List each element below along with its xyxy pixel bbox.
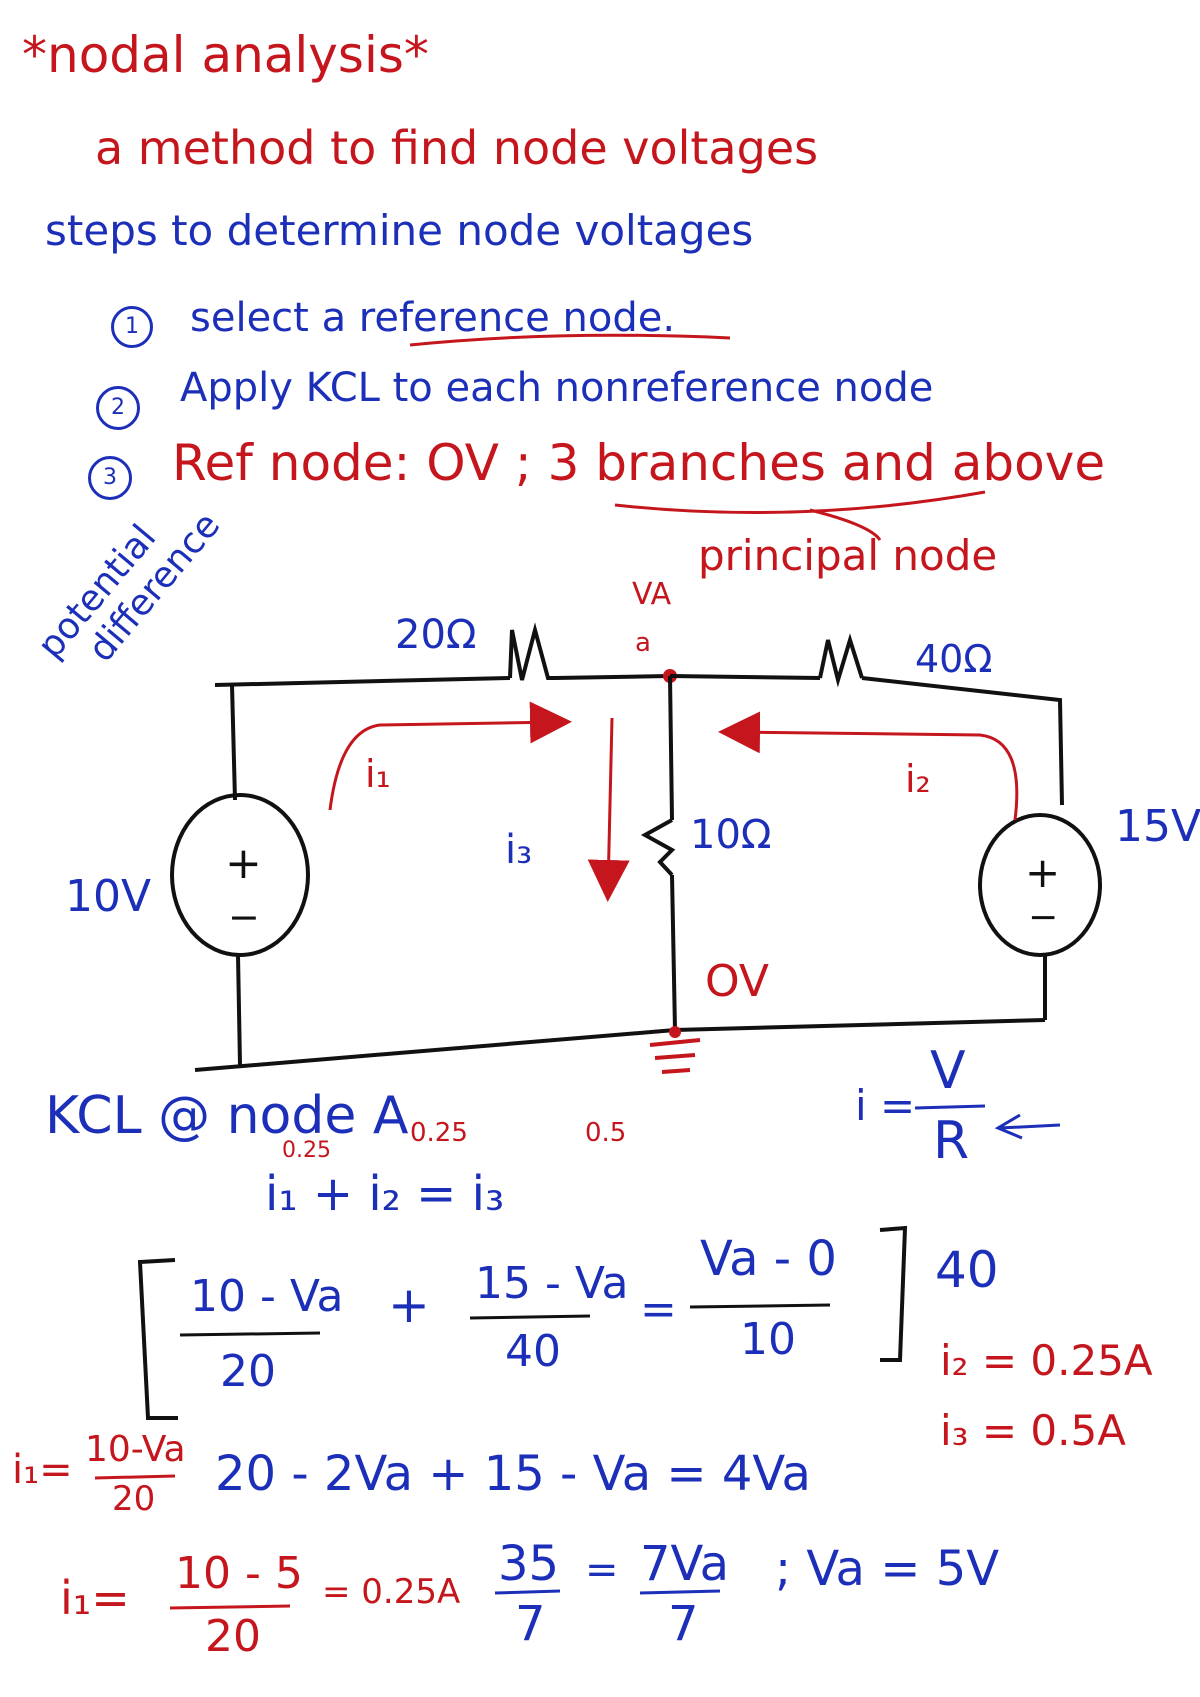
frac3-denominator: 10 — [740, 1314, 796, 1365]
bottom-wire-left — [194, 1028, 676, 1072]
frac5-denominator: 7 — [668, 1596, 699, 1652]
principal-node-label: principal node — [698, 531, 998, 580]
ground-0v-label: OV — [705, 956, 769, 1007]
ohm-arrow — [994, 1113, 1061, 1140]
i1-result-numerator: 10 - 5 — [175, 1548, 303, 1599]
left-wire-bottom — [236, 954, 242, 1066]
source-10v-plus: + — [225, 838, 262, 889]
notes-title: *nodal analysis* — [22, 26, 429, 84]
i2-result: i₂ = 0.25A — [940, 1336, 1153, 1385]
frac4-numerator: 35 — [498, 1536, 560, 1592]
steps-heading: steps to determine node voltages — [45, 206, 754, 255]
frac2-denominator: 40 — [505, 1326, 561, 1377]
source-10v-minus: − — [228, 895, 260, 939]
multiplier: 40 — [935, 1241, 999, 1299]
step-2-number: 2 — [96, 386, 140, 430]
left-wire-top — [230, 684, 237, 801]
top-wire-far-right — [861, 676, 1064, 806]
ohm-lhs: i = — [855, 1081, 916, 1130]
source-15v-minus: − — [1028, 897, 1059, 938]
i1-result-denominator: 20 — [205, 1611, 261, 1662]
definition-line: a method to find node voltages — [95, 121, 819, 175]
i1-expr-numerator: 10-Va — [85, 1429, 186, 1470]
step-2-text: Apply KCL to each nonreference node — [180, 365, 934, 411]
frac3-bar — [689, 1303, 831, 1309]
left-bracket — [137, 1258, 178, 1420]
source-15v-symbol — [978, 813, 1102, 957]
reference-node-underline — [409, 333, 731, 347]
frac3-numerator: Va - 0 — [700, 1231, 837, 1287]
i3-result: i₃ = 0.5A — [940, 1406, 1126, 1455]
middle-wire-bottom — [670, 874, 677, 1031]
i1-expr-denominator: 20 — [112, 1479, 156, 1519]
current-i1-label: i₁ — [365, 752, 391, 796]
current-i2-label: i₂ — [905, 757, 931, 801]
ohm-denominator: R — [933, 1111, 970, 1171]
kcl-heading: KCL @ node A — [45, 1086, 409, 1146]
ground-node-dot — [669, 1026, 681, 1038]
source-15v-label: 15V — [1115, 801, 1200, 852]
current-i3-label: i₃ — [505, 827, 533, 873]
annotation-i1-value: 0.25 — [282, 1138, 331, 1163]
top-wire-right — [669, 674, 821, 680]
equation-line-2: 20 - 2Va + 15 - Va = 4Va — [215, 1446, 811, 1502]
frac5-bar — [639, 1589, 721, 1595]
node-va-label: VA — [632, 577, 672, 612]
annotation-i3-value: 0.5 — [585, 1118, 627, 1148]
i1-result-value: = 0.25A — [322, 1572, 461, 1612]
ground-symbol — [649, 1038, 701, 1074]
top-wire-mid — [554, 674, 671, 680]
bottom-wire-right — [674, 1018, 1046, 1032]
i1-result-lhs: i₁= — [60, 1571, 130, 1625]
equals-operator-2: = — [585, 1547, 619, 1593]
resistor-10-label: 10Ω — [690, 812, 772, 858]
source-10v-label: 10V — [65, 871, 152, 922]
step-1-number: 1 — [111, 306, 153, 348]
frac2-numerator: 15 - Va — [475, 1258, 629, 1309]
node-a-label: a — [635, 628, 651, 658]
right-bracket — [879, 1225, 908, 1362]
kcl-equation: i₁ + i₂ = i₃ — [265, 1166, 505, 1222]
i1-result-bar — [169, 1604, 291, 1610]
equals-operator: = — [640, 1284, 677, 1335]
frac1-numerator: 10 - Va — [190, 1271, 344, 1322]
i1-expr-lhs: i₁= — [12, 1447, 73, 1493]
current-i3-arrow — [587, 717, 630, 902]
frac4-bar — [494, 1589, 561, 1595]
ohm-numerator: V — [930, 1041, 966, 1101]
step-1-text: select a reference node. — [190, 295, 676, 341]
resistor-20-label: 20Ω — [395, 612, 477, 658]
top-wire-left — [214, 676, 511, 687]
step-3-text: Ref node: OV ; 3 branches and above — [172, 434, 1106, 492]
i1-expr-bar — [94, 1474, 176, 1480]
resistor-40-symbol — [818, 633, 864, 688]
annotation-i2-value: 0.25 — [410, 1118, 468, 1148]
current-i2-arrow — [718, 711, 1019, 821]
resistor-20-symbol — [508, 622, 555, 681]
step-3-number: 3 — [88, 456, 132, 500]
frac5-numerator: 7Va — [640, 1536, 730, 1592]
resistor-10-symbol — [640, 818, 676, 877]
resistor-40-label: 40Ω — [915, 637, 993, 681]
middle-wire-top — [668, 675, 674, 821]
source-15v-plus: + — [1025, 848, 1061, 897]
frac1-bar — [179, 1331, 321, 1337]
plus-operator: + — [388, 1276, 430, 1334]
ohm-bar — [914, 1104, 986, 1110]
current-i1-arrow — [328, 701, 572, 811]
frac1-denominator: 20 — [220, 1346, 276, 1397]
principal-node-pointer — [809, 508, 882, 541]
frac2-bar — [469, 1314, 591, 1320]
frac4-denominator: 7 — [515, 1596, 546, 1652]
branches-underline — [614, 490, 986, 515]
va-result: ; Va = 5V — [775, 1541, 1000, 1597]
